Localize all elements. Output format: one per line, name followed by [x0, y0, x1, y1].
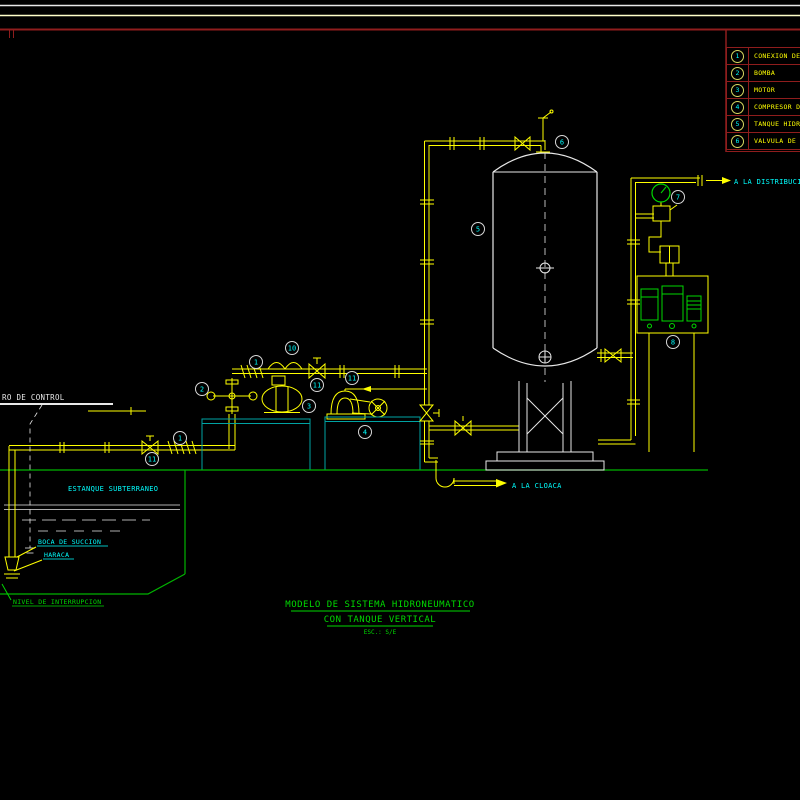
- callout-2: 2: [195, 382, 209, 396]
- callout-1: 1: [249, 355, 263, 369]
- legend-number-bubble: 1: [731, 49, 744, 63]
- legend-number-bubble: 4: [731, 100, 744, 114]
- legend-item-number: 5: [727, 116, 749, 132]
- pressure-gauge-assembly: [635, 183, 680, 276]
- legend-item-number: 3: [727, 82, 749, 98]
- svg-text:4: 4: [363, 429, 367, 437]
- nivel-label: NIVEL DE INTERRUPCION: [13, 598, 101, 606]
- air-compressor: [326, 386, 427, 420]
- underground-tank: [0, 469, 186, 595]
- tank-pedestal: [485, 381, 605, 471]
- svg-text:11: 11: [148, 456, 156, 464]
- legend-row: 6 VALVULA DE SEGURIDAD: [727, 133, 800, 150]
- legend-number-bubble: 3: [731, 83, 744, 97]
- legend-row: 2 BOMBA: [727, 65, 800, 82]
- equipment-platforms: [185, 416, 708, 471]
- title-block: MODELO DE SISTEMA HIDRONEUMATICO CON TAN…: [285, 600, 474, 636]
- svg-text:2: 2: [200, 386, 204, 394]
- distribucion-label: A LA DISTRIBUCION: [734, 178, 800, 186]
- control-panel: [636, 275, 709, 452]
- tank-top-line: [424, 109, 554, 153]
- legend-item-number: 4: [727, 99, 749, 115]
- callout-4: 4: [358, 425, 372, 439]
- callout-1: 1: [173, 431, 187, 445]
- control-annotation: RO DE CONTROL: [0, 393, 146, 554]
- svg-text:5: 5: [476, 226, 480, 234]
- svg-text:7: 7: [676, 194, 680, 202]
- safety-valve: [538, 109, 554, 141]
- legend-item-label: CONEXION DE GOMA: [754, 52, 800, 60]
- svg-text:1: 1: [254, 359, 258, 367]
- legend-item-number: 1: [727, 48, 749, 64]
- pump: [206, 378, 258, 414]
- motor: [261, 375, 303, 413]
- svg-text:6: 6: [560, 139, 564, 147]
- svg-text:1: 1: [178, 435, 182, 443]
- legend-item-number: 6: [727, 133, 749, 149]
- main-riser: [418, 141, 519, 488]
- suction-line: [4, 414, 236, 579]
- legend-row: 1 CONEXION DE GOMA: [727, 48, 800, 65]
- level-sensor-line: [29, 404, 43, 548]
- legend-row: 4 COMPRESOR DE AIRE: [727, 99, 800, 116]
- svg-text:11: 11: [348, 375, 356, 383]
- callout-3: 3: [302, 399, 316, 413]
- sheet-border: [0, 4, 800, 152]
- legend-item-label: TANQUE HIDRONEUMATICO: [754, 120, 800, 128]
- callout-6: 6: [555, 135, 569, 149]
- boca-succion-label: BOCA DE SUCCION: [38, 538, 101, 546]
- distribution-line: [597, 175, 731, 445]
- cloaca-label: A LA CLOACA: [512, 482, 562, 490]
- callout-10: 10: [285, 341, 299, 355]
- legend-number-bubble: 2: [731, 66, 744, 80]
- callout-8: 8: [666, 335, 680, 349]
- legend-rows: 1 CONEXION DE GOMA 2 BOMBA 3 MOTOR 4 COMPRESOR …: [727, 48, 800, 150]
- distribution-arrow: [722, 177, 731, 184]
- callout-11: 11: [310, 378, 324, 392]
- callout-11: 11: [345, 371, 359, 385]
- air-flow-arrow: [362, 386, 371, 392]
- drawing-title-line1: MODELO DE SISTEMA HIDRONEUMATICO: [285, 600, 474, 610]
- legend-item-label: COMPRESOR DE AIRE: [754, 103, 800, 111]
- callout-7: 7: [671, 190, 685, 204]
- legend-item-label: VALVULA DE SEGURIDAD: [754, 137, 800, 145]
- legend-item-label: BOMBA: [754, 69, 776, 77]
- legend-table: 1 CONEXION DE GOMA 2 BOMBA 3 MOTOR 4 COMPRESOR …: [726, 47, 800, 150]
- drawing-title-line2: CON TANQUE VERTICAL: [324, 615, 436, 625]
- hydropneumatic-tank: [485, 140, 605, 471]
- callout-5: 5: [471, 222, 485, 236]
- svg-text:10: 10: [288, 345, 296, 353]
- legend-number-bubble: 5: [731, 117, 744, 131]
- sewer-arrow: [496, 479, 507, 488]
- legend-row: 5 TANQUE HIDRONEUMATICO: [727, 116, 800, 133]
- legend-item-number: 2: [727, 65, 749, 81]
- svg-text:11: 11: [313, 382, 321, 390]
- estanque-label: ESTANQUE SUBTERRANEO: [68, 485, 158, 493]
- control-label: RO DE CONTROL: [2, 393, 65, 402]
- tank-annotations: ESTANQUE SUBTERRANEO BOCA DE SUCCION HAR…: [1, 178, 800, 607]
- flexible-connection-suction: [167, 440, 197, 455]
- legend-number-bubble: 6: [731, 134, 744, 148]
- svg-text:3: 3: [307, 403, 311, 411]
- drain-trap: [424, 457, 507, 488]
- legend-item-label: MOTOR: [754, 86, 776, 94]
- legend-row: 3 MOTOR: [727, 82, 800, 99]
- svg-text:8: 8: [671, 339, 675, 347]
- pressure-gauge: [651, 183, 671, 203]
- drawing-scale: ESC.: S/E: [364, 629, 397, 636]
- callout-11: 11: [145, 452, 159, 466]
- haraca-label: HARACA: [44, 551, 69, 559]
